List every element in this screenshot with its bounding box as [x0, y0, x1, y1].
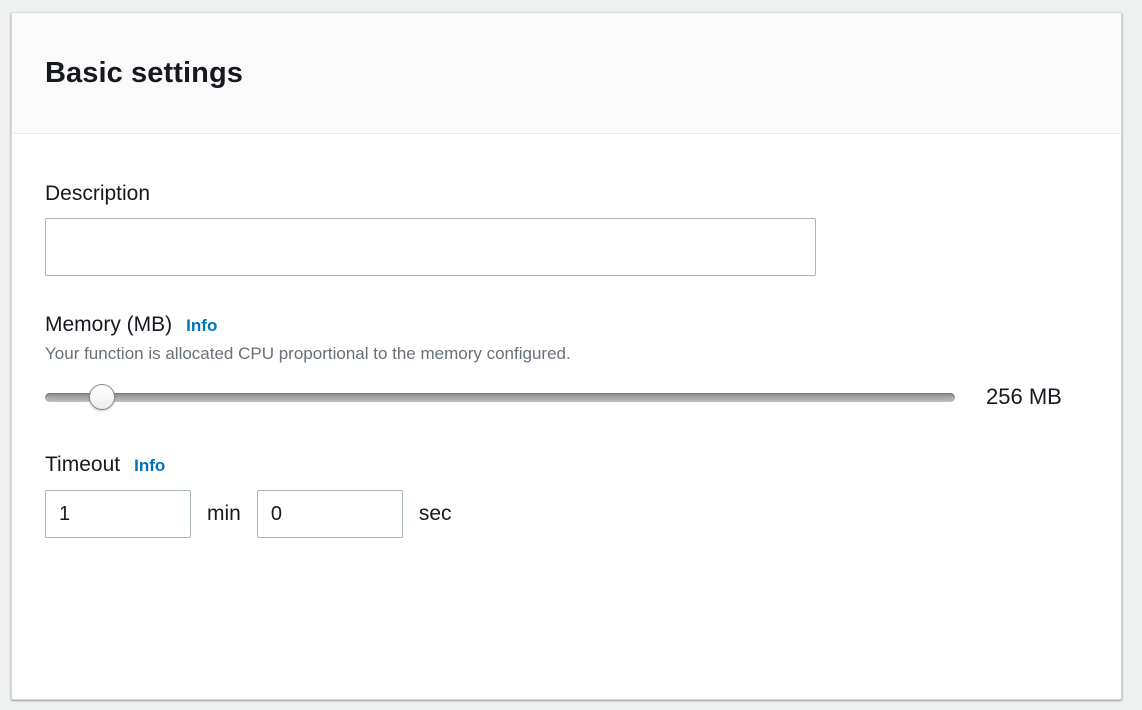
memory-slider-row: 256 MB — [45, 384, 1088, 411]
slider-thumb[interactable] — [89, 384, 115, 411]
timeout-info-link[interactable]: Info — [134, 456, 166, 476]
panel-body: Description Memory (MB) Info Your functi… — [12, 134, 1121, 539]
page-title: Basic settings — [45, 56, 244, 89]
timeout-seconds-unit: sec — [418, 502, 452, 526]
timeout-minutes-input[interactable] — [45, 490, 191, 539]
timeout-label-text: Timeout — [45, 453, 121, 477]
memory-info-link[interactable]: Info — [186, 316, 218, 336]
memory-label: Memory (MB) Info — [45, 313, 1088, 336]
memory-field: Memory (MB) Info Your function is alloca… — [45, 313, 1088, 411]
description-label: Description — [45, 182, 151, 205]
description-input[interactable] — [45, 218, 816, 277]
memory-label-text: Memory (MB) — [45, 313, 173, 337]
timeout-inputs-row: min sec — [45, 490, 1088, 539]
memory-hint: Your function is allocated CPU proportio… — [45, 344, 571, 364]
timeout-label: Timeout Info — [45, 453, 1088, 476]
memory-slider[interactable] — [45, 384, 955, 411]
slider-track[interactable] — [45, 393, 955, 403]
panel-header: Basic settings — [12, 13, 1121, 134]
timeout-field: Timeout Info min sec — [45, 453, 1088, 539]
timeout-seconds-input[interactable] — [256, 490, 403, 539]
memory-value-label: 256 MB — [986, 384, 1062, 410]
description-field: Description — [45, 182, 1088, 277]
timeout-minutes-unit: min — [207, 502, 241, 526]
basic-settings-panel: Basic settings Description Memory (MB) I… — [11, 12, 1122, 700]
